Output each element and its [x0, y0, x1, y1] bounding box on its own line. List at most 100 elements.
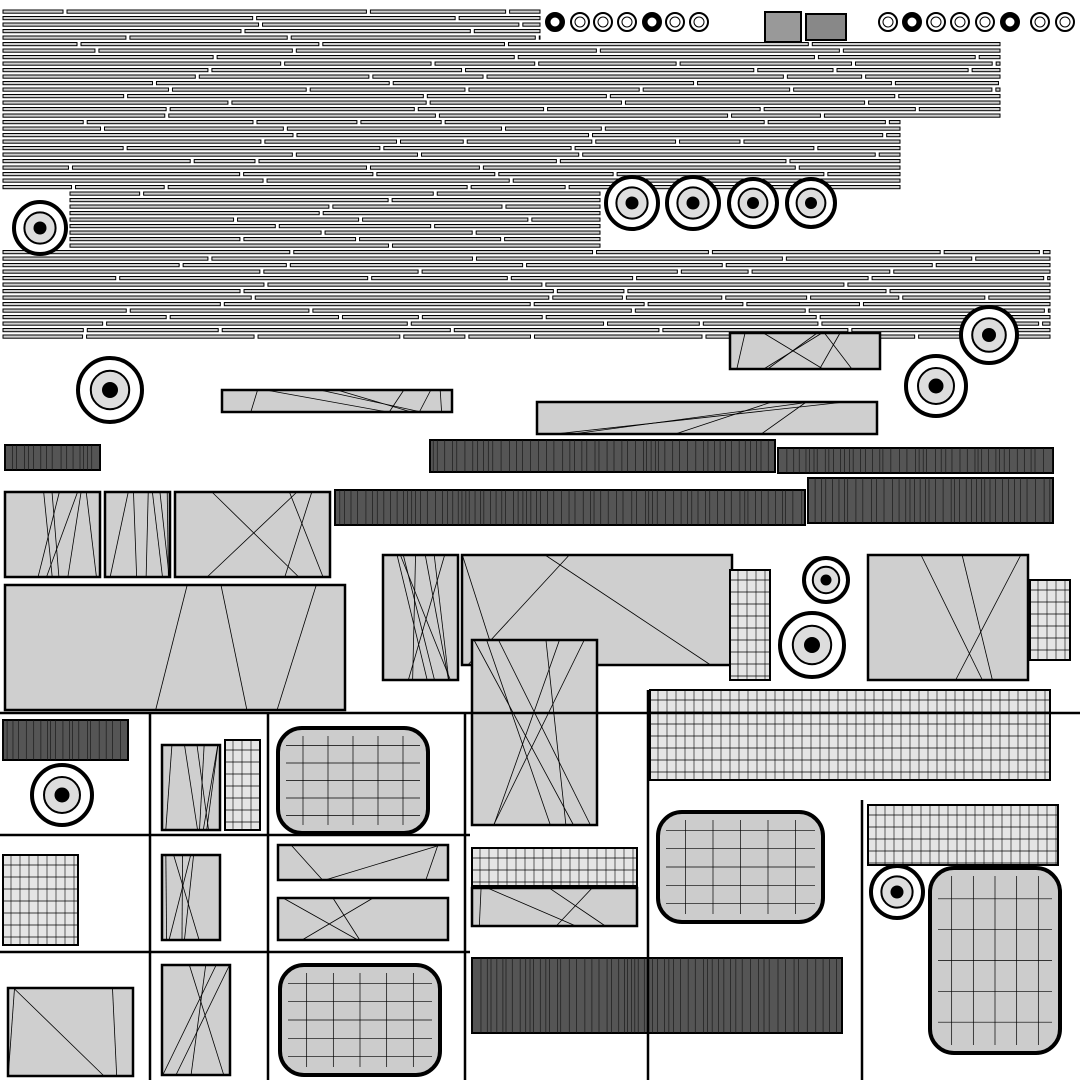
uv-edge — [675, 401, 772, 435]
uv-strip — [2, 113, 166, 118]
uv-strip — [420, 152, 580, 157]
uv-grid-panel — [471, 847, 638, 887]
uv-strip — [878, 152, 901, 157]
uv-strip — [547, 107, 761, 112]
uv-strip — [2, 321, 104, 326]
uv-strip — [2, 74, 196, 79]
uv-strip — [421, 315, 543, 320]
uv-strip — [475, 230, 601, 235]
uv-edge — [43, 491, 53, 578]
uv-edge — [155, 584, 188, 711]
uv-strip — [559, 159, 787, 164]
uv-strip — [262, 22, 520, 27]
uv-strip — [2, 133, 294, 138]
uv-strip — [855, 61, 993, 66]
uv-edge — [433, 554, 450, 681]
uv-strip — [266, 178, 510, 183]
uv-strip — [69, 191, 141, 196]
uv-strip — [278, 224, 432, 229]
uv-grid-patch — [764, 11, 802, 43]
uv-strip — [119, 276, 369, 281]
uv-strip — [167, 185, 468, 190]
uv-strip — [599, 48, 840, 53]
uv-strip — [898, 94, 1001, 99]
uv-strip — [468, 334, 531, 339]
uv-strip — [482, 165, 796, 170]
uv-edge — [396, 554, 428, 681]
uv-strip — [1047, 276, 1051, 281]
uv-strip — [71, 165, 367, 170]
uv-edge — [159, 491, 170, 578]
uv-island — [535, 400, 879, 436]
uv-edge — [424, 554, 449, 681]
uv-island — [866, 553, 1030, 682]
uv-strip — [2, 120, 84, 125]
uv-edge — [7, 987, 15, 1077]
uv-strip — [466, 139, 593, 144]
uv-strip — [2, 282, 265, 287]
uv-strip — [836, 68, 969, 73]
uv-strip — [256, 120, 358, 125]
uv-strip — [731, 113, 821, 118]
uv-strip — [811, 42, 1001, 47]
uv-strip — [785, 256, 973, 261]
uv-strip — [725, 295, 808, 300]
uv-strip — [538, 35, 541, 40]
uv-dense-strip — [334, 489, 806, 526]
uv-grid-panel — [1029, 579, 1071, 661]
uv-strip — [2, 100, 229, 105]
uv-strip — [69, 243, 389, 248]
uv-edge — [767, 332, 818, 370]
uv-strip — [2, 107, 167, 112]
uv-strip — [507, 42, 809, 47]
uv-strip — [193, 159, 256, 164]
uv-edge — [175, 964, 230, 1076]
uv-ring-inner — [1004, 16, 1016, 28]
uv-strip — [426, 94, 607, 99]
uv-strip — [2, 139, 262, 144]
uv-strip — [263, 269, 419, 274]
uv-strip — [943, 250, 1040, 255]
uv-strip — [216, 55, 515, 60]
uv-disc-hub — [982, 328, 996, 342]
uv-strip — [538, 61, 677, 66]
uv-edge — [67, 491, 82, 578]
uv-strip — [486, 74, 784, 79]
uv-strip — [293, 250, 594, 255]
uv-edge — [133, 491, 138, 578]
uv-strip — [155, 81, 390, 86]
uv-strip — [842, 48, 1001, 53]
uv-strip — [851, 328, 1051, 333]
uv-edge — [961, 554, 993, 681]
uv-strip — [254, 295, 550, 300]
uv-edge — [319, 389, 422, 413]
uv-strip — [2, 250, 291, 255]
uv-strip — [862, 302, 1051, 307]
uv-disc-hub — [54, 787, 70, 803]
uv-strip — [473, 29, 541, 34]
uv-strip — [624, 100, 866, 105]
uv-ring-inner — [669, 16, 681, 28]
uv-strip — [211, 256, 473, 261]
uv-edge — [439, 389, 442, 413]
uv-strip — [2, 276, 117, 281]
uv-strip — [2, 29, 242, 34]
uv-strip — [505, 126, 602, 131]
uv-strip — [257, 334, 401, 339]
uv-strip — [592, 133, 884, 138]
uv-strip — [2, 55, 214, 60]
uv-edge — [763, 332, 824, 370]
uv-strip — [2, 165, 69, 170]
uv-strip — [746, 302, 860, 307]
uv-edge — [162, 964, 217, 1076]
uv-edge — [920, 554, 983, 681]
uv-strip — [817, 146, 901, 151]
uv-strip — [453, 328, 660, 333]
uv-strip — [324, 230, 473, 235]
uv-ring-inner — [1059, 16, 1071, 28]
uv-strip — [2, 172, 241, 177]
uv-strip — [258, 159, 557, 164]
uv-strip — [129, 308, 310, 313]
uv-edge — [478, 887, 482, 927]
uv-strip — [498, 172, 614, 177]
